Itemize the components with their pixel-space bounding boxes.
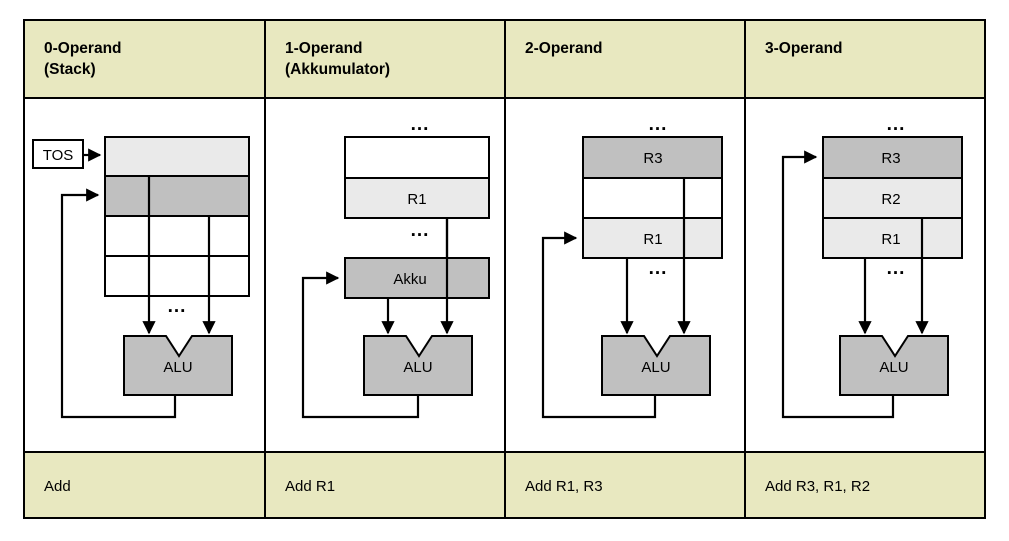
stack-cell-0: [104, 136, 250, 177]
feedback-path-col1: [301, 271, 420, 419]
stack-cell-3: [104, 255, 250, 297]
alu-shape-col0: [123, 335, 233, 396]
column-headers: 0-Operand (Stack) 1-Operand (Akkumulator…: [44, 40, 843, 78]
header-1-line2: (Akkumulator): [285, 61, 390, 78]
ellipsis-top-col3: ...: [887, 114, 906, 135]
header-1-line1: 1-Operand: [285, 40, 363, 57]
register-cell-col3-2: [822, 217, 963, 259]
register-cell-col3-1: [822, 177, 963, 219]
accumulator-box-col1: [344, 257, 490, 299]
feedback-path-col3: [781, 150, 895, 419]
instruction-row: Add Add R1 Add R1, R3 Add R3, R1, R2: [44, 478, 870, 495]
col-2-operand-figure: ... R3 R1 ... ALU: [541, 114, 723, 419]
header-0-line1: 0-Operand: [44, 40, 122, 57]
alu-shape-col1: [363, 335, 473, 396]
ellipsis-top-col1: ...: [411, 114, 430, 135]
accumulator-label-col1: Akku: [393, 271, 426, 288]
alu-label-col0: ALU: [163, 359, 192, 376]
register-label-col2-0: R3: [643, 150, 662, 167]
register-label-col2-2: R1: [643, 231, 662, 248]
alu-shape-col3: [839, 335, 949, 396]
col-3-operand-figure: ... R3 R2 R1 ... ALU: [781, 114, 963, 419]
alu-label-col2: ALU: [641, 359, 670, 376]
header-3-line1: 3-Operand: [765, 40, 843, 57]
register-cell-col3-0: [822, 136, 963, 179]
register-cell-col1-0: [344, 136, 490, 179]
register-cell-col2-1: [582, 177, 723, 219]
instruction-col0: Add: [44, 478, 71, 495]
ellipsis-top-col2: ...: [649, 114, 668, 135]
instruction-col2: Add R1, R3: [525, 478, 603, 495]
register-cell-col1-1: [344, 177, 490, 219]
alu-label-col1: ALU: [403, 359, 432, 376]
feedback-path-col0: [60, 188, 177, 419]
alu-label-col3: ALU: [879, 359, 908, 376]
stack-cell-1: [104, 175, 250, 217]
register-label-col1-1: R1: [407, 191, 426, 208]
instruction-col3: Add R3, R1, R2: [765, 478, 870, 495]
register-label-col3-0: R3: [881, 150, 900, 167]
stack-cell-2: [104, 215, 250, 257]
header-2-line1: 2-Operand: [525, 40, 603, 57]
register-cell-col2-2: [582, 217, 723, 259]
col-0-operand-figure: TOS ... ALU: [32, 136, 250, 419]
ellipsis-mid-col2: ...: [649, 258, 668, 279]
header-0-line2: (Stack): [44, 61, 96, 78]
table-frame: [23, 19, 986, 519]
instruction-col1: Add R1: [285, 478, 335, 495]
register-label-col3-1: R2: [881, 191, 900, 208]
register-cell-col2-0: [582, 136, 723, 179]
ellipsis-col0: ...: [168, 296, 187, 317]
ellipsis-mid-col3: ...: [887, 258, 906, 279]
alu-shape-col2: [601, 335, 711, 396]
feedback-path-col2: [541, 231, 657, 419]
col-1-operand-figure: ... R1 ... Akku ALU: [301, 114, 490, 419]
register-label-col3-2: R1: [881, 231, 900, 248]
tos-label-box: [32, 139, 84, 169]
tos-label: TOS: [43, 147, 74, 164]
ellipsis-mid-col1: ...: [411, 220, 430, 241]
